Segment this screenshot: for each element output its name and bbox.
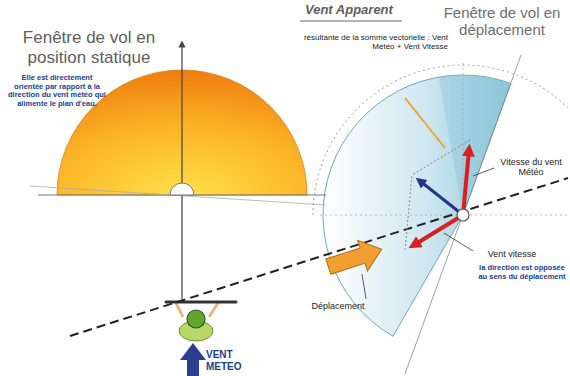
base-line [38, 195, 326, 196]
kiter [166, 302, 236, 341]
subtitle: résultante de la somme vectorielle : Ven… [284, 33, 448, 51]
wind-label: VENT METEO [206, 349, 244, 372]
travel-line [70, 178, 568, 336]
construction-line [412, 140, 470, 175]
base-line [30, 186, 326, 205]
speed-vector [414, 215, 463, 245]
apparent-vector [420, 181, 463, 215]
arrow-label: Déplacement [302, 301, 374, 311]
axis-line [463, 62, 464, 215]
wind-vector [463, 150, 469, 215]
leader-line [444, 233, 473, 251]
wind-arrow [180, 343, 206, 376]
leader-line [362, 274, 366, 299]
title-rule [300, 20, 402, 22]
window-edge [439, 75, 511, 215]
window-shape [323, 75, 570, 355]
pivot [170, 183, 194, 195]
flight-window: Fenêtre de vol en position statiqueElle … [57, 70, 307, 195]
vector-label: Vitesse du vent Météo [495, 157, 567, 178]
apparent-wind-line [405, 98, 445, 148]
window-base-line [405, 55, 521, 374]
flight-window: Fenêtre de vol en déplacement [323, 75, 570, 355]
construction-line [405, 175, 412, 250]
window-note: Elle est directement orientée par rappor… [8, 74, 106, 109]
vector-note: la direction est opposée au sens du dépl… [478, 264, 566, 281]
displacement-arrow [323, 234, 386, 282]
static-base-line [320, 215, 570, 216]
window-fan [323, 75, 511, 336]
vector-label: Vent vitesse [476, 249, 548, 259]
axis-line [181, 44, 182, 300]
pivot [457, 209, 469, 221]
leader-line [473, 168, 494, 176]
static-window-arc [313, 65, 570, 215]
window-heading: Fenêtre de vol en déplacement [438, 4, 566, 39]
window-heading: Fenêtre de vol en position statique [10, 28, 168, 67]
title: Vent Apparent [305, 3, 393, 18]
